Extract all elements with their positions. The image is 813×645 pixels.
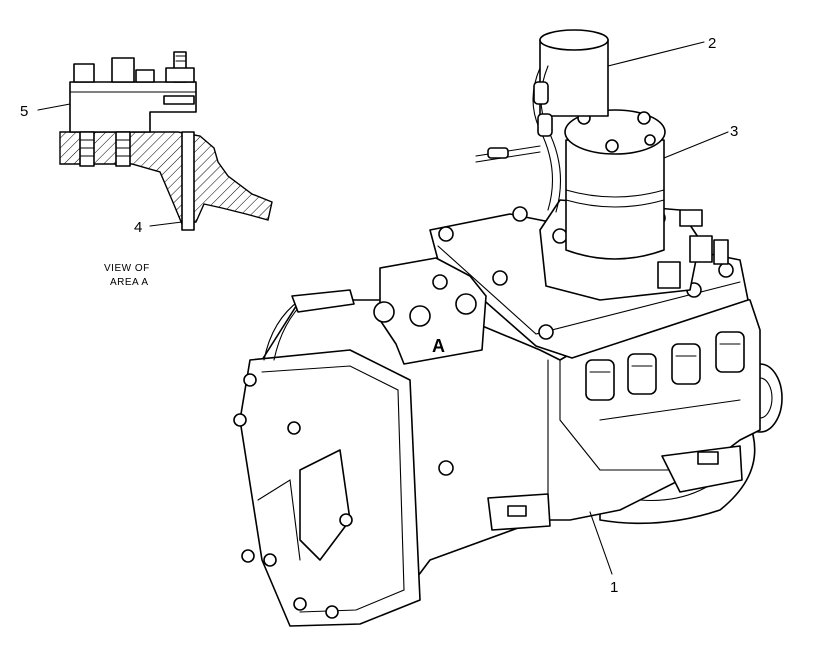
leader-2	[607, 41, 705, 67]
callout-5: 5	[20, 103, 28, 120]
detail-bolt-left	[73, 63, 95, 83]
governor-cover-bolts	[233, 373, 454, 619]
bracket-plate	[69, 81, 197, 133]
view-caption-line2: AREA A	[110, 277, 149, 288]
top-plate-bolts	[438, 206, 734, 340]
view-caption-line1: VIEW OF	[104, 263, 150, 274]
leader-4	[149, 221, 183, 227]
detail-threaded-bolts	[79, 131, 131, 167]
callout-3: 3	[730, 123, 738, 140]
area-a-marker: A	[432, 336, 445, 356]
callout-leaders	[589, 41, 729, 575]
callout-1: 1	[610, 579, 618, 596]
fuel-pump-assembly: A	[233, 29, 783, 627]
callout-2: 2	[708, 35, 716, 52]
solenoid-body	[565, 139, 665, 260]
detail-view-area-a: 5 4 VIEW OF AREA A	[20, 51, 273, 288]
upper-cylinder	[539, 39, 609, 117]
detail-housing-section	[59, 131, 273, 225]
leader-5	[37, 103, 71, 111]
callout-4: 4	[134, 219, 142, 236]
mounting-foot-right	[661, 445, 743, 493]
leader-1	[589, 511, 613, 575]
delivery-valve-fittings	[585, 331, 745, 401]
spacer-shim	[181, 131, 195, 231]
area-a-boss	[379, 257, 487, 365]
wiring-harness	[475, 65, 562, 213]
leader-3	[663, 131, 729, 159]
